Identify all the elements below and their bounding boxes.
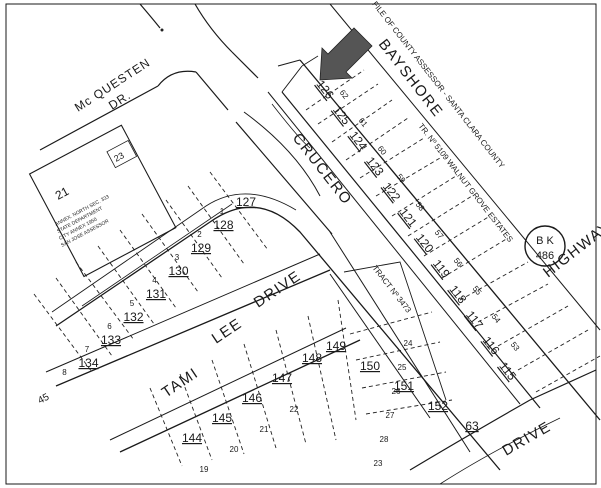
parcel-number: 150 (360, 359, 380, 373)
lot-number: 24 (404, 339, 413, 348)
lot-number: 23 (374, 459, 383, 468)
parcel-number: 131 (146, 287, 166, 301)
map-border (5, 3, 597, 485)
book-badge-line1: B K (536, 235, 554, 247)
lot-number: 26 (392, 387, 401, 396)
south-drive-curbs (409, 369, 597, 485)
lot-number: 28 (380, 435, 389, 444)
lot-number: 59 (395, 172, 408, 185)
lot-number: 58 (414, 200, 427, 213)
lot-number: 6 (107, 322, 112, 331)
north-parcel-dividers (301, 55, 601, 393)
parcel-number: 128 (213, 218, 233, 232)
parcel-number: 127 (236, 195, 256, 209)
mcquesten-drive-curbs (39, 3, 259, 151)
parcel-number: 133 (101, 333, 121, 347)
lot-number: 7 (85, 345, 90, 354)
lot-number: 27 (386, 411, 395, 420)
parcel-number: 123 (363, 154, 387, 179)
street-label-tami: TAMI (159, 364, 202, 401)
side-block-21 (28, 124, 177, 278)
lot-number: 20 (230, 445, 239, 454)
parcel-number: 144 (182, 431, 202, 445)
parcel-number: 124 (347, 129, 371, 154)
parcel-number: 145 (212, 411, 232, 425)
location-arrow-icon (319, 27, 373, 81)
parcel-number: 120 (413, 231, 437, 256)
parcel-number: 63 (465, 419, 479, 433)
lot-number: 3 (175, 253, 180, 262)
street-label-drive-bottom: DRIVE (500, 418, 555, 459)
parcel-number: 125 (330, 103, 354, 128)
parcel-number: 130 (168, 264, 188, 278)
parcel-number: 117 (463, 308, 486, 332)
parcel-number: 147 (272, 371, 292, 385)
side-block-number: 21 (53, 184, 72, 203)
crucero-north-block (235, 65, 541, 409)
lot-number: 25 (398, 363, 407, 372)
parcel-number: 134 (78, 356, 98, 370)
margin-mark: 45 (36, 392, 51, 407)
parcel-number: 116 (480, 334, 503, 358)
street-label-drive: DRIVE (251, 267, 305, 311)
parcel-number: 129 (191, 241, 211, 255)
lot-number: 21 (260, 425, 269, 434)
parcel-number: 151 (394, 379, 414, 393)
tami-lee-drive-curbs (45, 253, 361, 467)
parcel-number: 152 (428, 399, 448, 413)
lot-number: 60 (376, 144, 389, 157)
lot-number: 1 (220, 207, 225, 216)
inner-tract-block (329, 261, 453, 419)
tract-inner-note: TRACT Nº 3473 (370, 264, 413, 315)
lot-number: 55 (471, 284, 484, 297)
lot-number: 4 (152, 276, 157, 285)
lot-number: 19 (200, 465, 209, 474)
parcel-number: 146 (242, 391, 262, 405)
book-badge-line2: 486 (536, 250, 554, 262)
side-block-corner: 23 (112, 150, 126, 164)
crucero-south-curbs (51, 193, 501, 471)
street-label-lee: LEE (209, 315, 246, 347)
parcel-number: 148 (302, 351, 322, 365)
lot-number: 56 (452, 256, 465, 269)
lot-number: 22 (290, 405, 299, 414)
lot-number: 5 (130, 299, 135, 308)
tract-note: TR. Nº 5109 WALNUT GROVE ESTATES (416, 122, 514, 244)
lot-number: 61 (357, 116, 370, 129)
book-badge: B K 486 (524, 225, 566, 267)
lot-number: 53 (509, 340, 522, 353)
lot-number: 62 (338, 88, 351, 101)
lot-number: 2 (197, 230, 202, 239)
parcel-number: 149 (326, 339, 346, 353)
west-parcel-block (33, 171, 269, 373)
lot-number: 57 (433, 228, 446, 241)
parcel-number: 132 (123, 310, 143, 324)
lot-number: 8 (62, 368, 67, 377)
parcel-number: 118 (447, 282, 470, 306)
